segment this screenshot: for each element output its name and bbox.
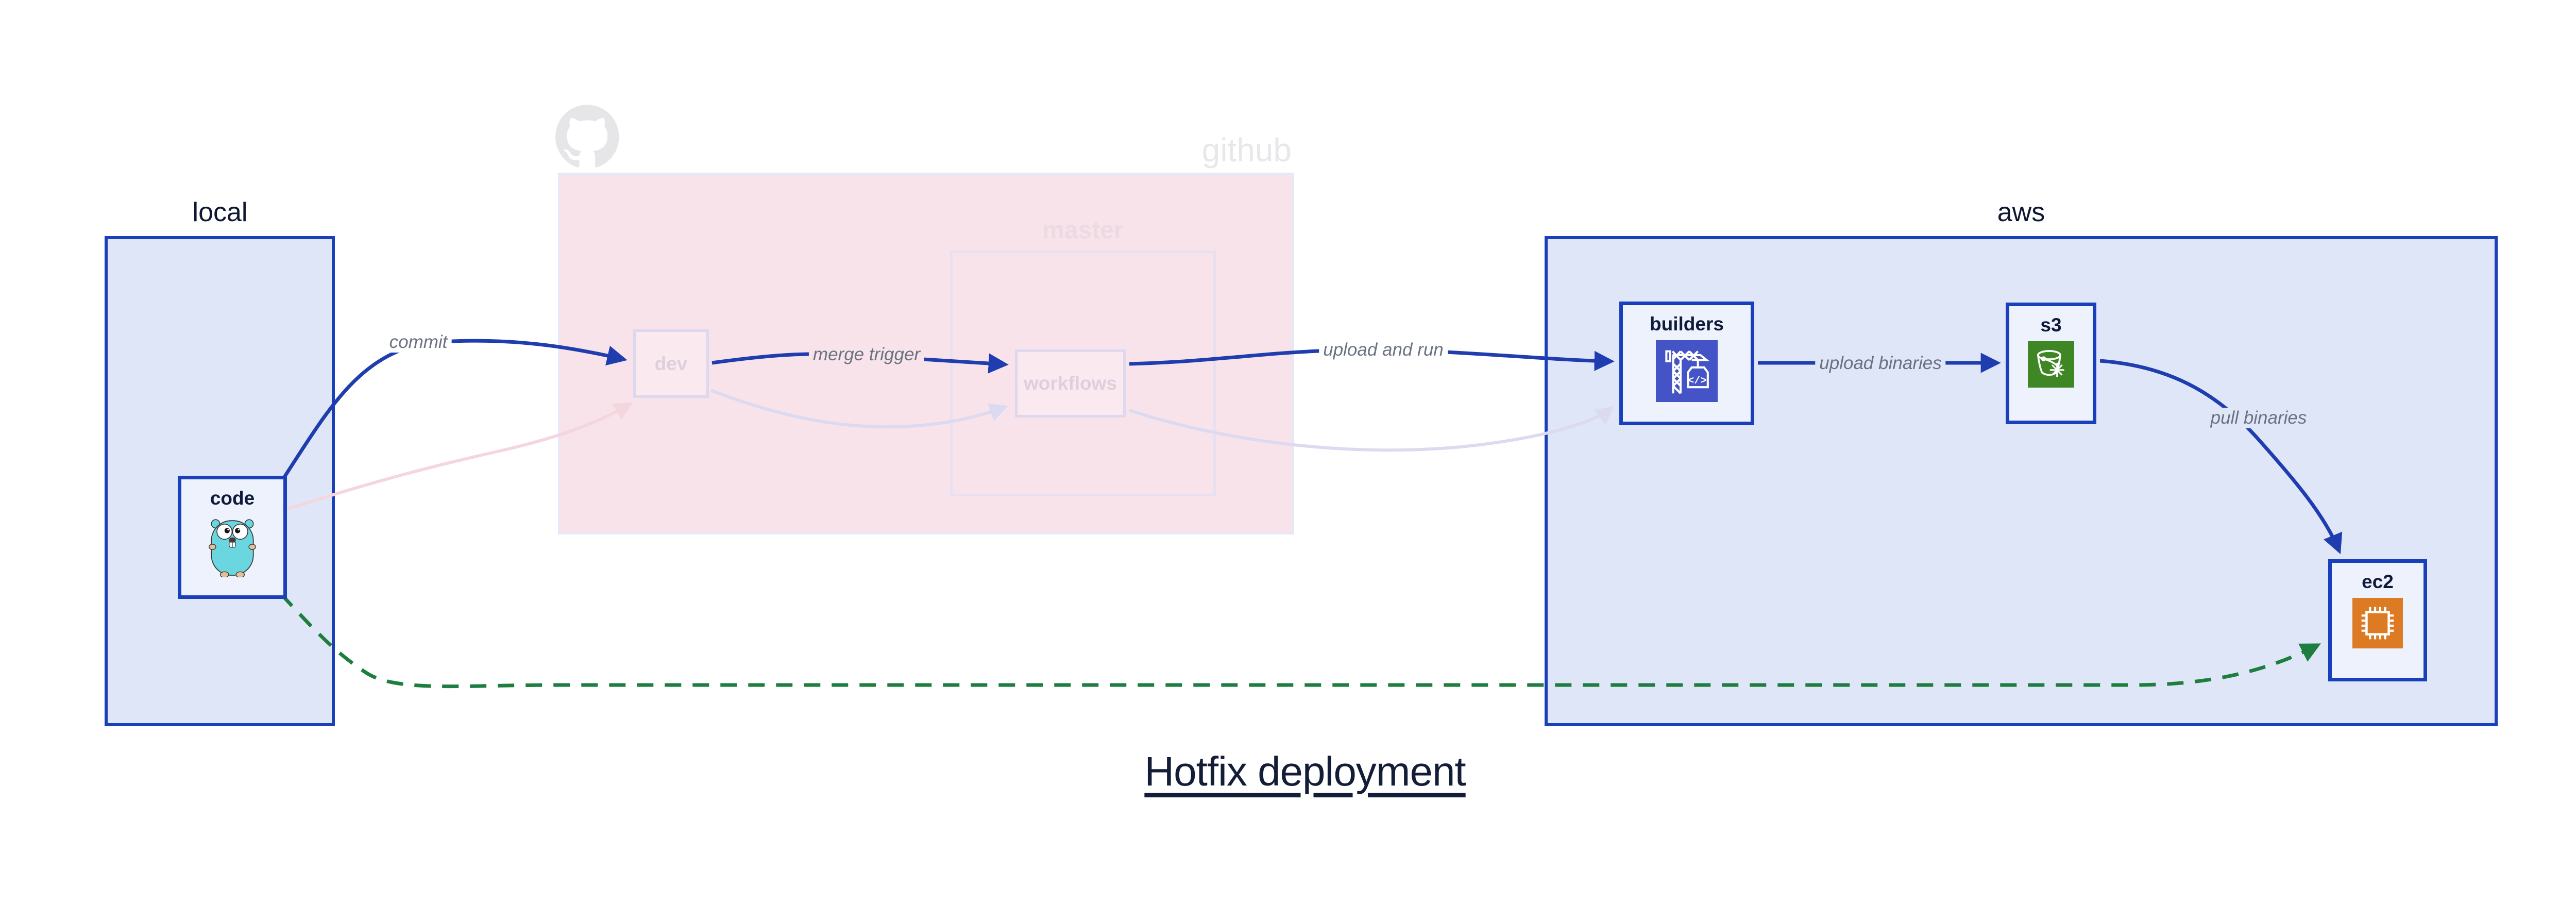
- edge-label-upload-binaries: upload binaries: [1815, 353, 1946, 374]
- node-s3: s3: [2006, 303, 2096, 424]
- master-branch-box: [950, 250, 1216, 496]
- node-workflows: workflows: [1015, 349, 1126, 417]
- github-container-label: github: [1201, 131, 1292, 169]
- node-workflows-label: workflows: [1024, 373, 1117, 394]
- node-code: code: [178, 476, 287, 599]
- s3-bucket-icon: [2028, 341, 2074, 388]
- svg-text:</>: </>: [1688, 375, 1707, 387]
- node-dev: dev: [633, 329, 709, 398]
- ec2-chip-icon: [2352, 598, 2403, 648]
- diagram-title: Hotfix deployment: [1144, 748, 1466, 794]
- node-code-label: code: [210, 488, 255, 509]
- github-octocat-icon: [555, 105, 619, 168]
- node-dev-label: dev: [654, 353, 688, 374]
- master-branch-label: master: [1042, 216, 1124, 244]
- aws-container-label: aws: [1997, 197, 2045, 227]
- edge-label-pull-binaries: pull binaries: [2206, 408, 2311, 428]
- edge-label-commit: commit: [385, 332, 452, 353]
- node-builders-label: builders: [1650, 313, 1724, 335]
- local-container-label: local: [192, 197, 248, 227]
- node-ec2-label: ec2: [2362, 571, 2394, 592]
- node-s3-label: s3: [2040, 314, 2062, 336]
- edge-label-upload-and-run: upload and run: [1319, 340, 1448, 360]
- node-ec2: ec2: [2328, 559, 2427, 681]
- codebuild-crane-icon: </>: [1656, 340, 1718, 402]
- node-builders: builders </>: [1619, 302, 1754, 425]
- go-gopher-icon: [207, 514, 258, 578]
- edge-label-merge-trigger: merge trigger: [808, 344, 925, 365]
